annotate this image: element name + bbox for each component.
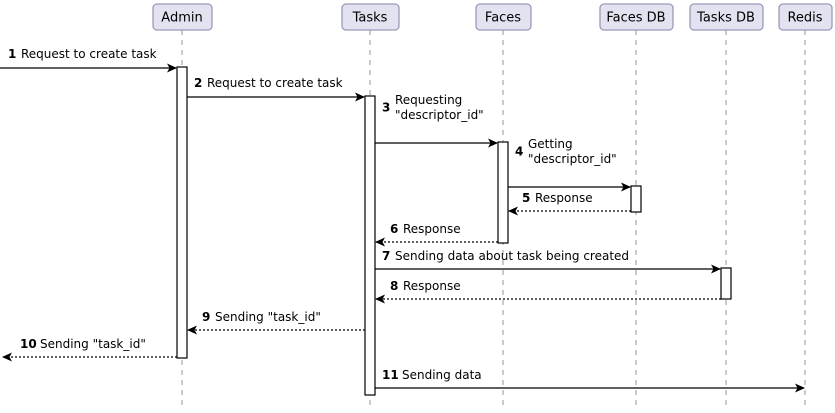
message-arrowhead	[795, 383, 805, 393]
message-arrowhead	[375, 294, 385, 304]
message-number: 11	[382, 368, 399, 382]
message-text: Sending "task_id"	[40, 337, 146, 351]
message-label-1: 1 Request to create task	[8, 47, 157, 61]
message-label-7: 7 Sending data about task being created	[382, 249, 629, 263]
message-text: Response	[403, 222, 461, 236]
message-number: 5	[522, 191, 530, 205]
message-label-2: 2 Request to create task	[194, 76, 343, 90]
message-1[interactable]	[0, 63, 177, 73]
message-label-8: 8 Response	[390, 279, 461, 293]
participant-redis[interactable]: Redis	[778, 3, 833, 31]
message-2[interactable]	[187, 92, 365, 102]
message-number: 8	[390, 279, 398, 293]
message-text: Sending data	[402, 368, 482, 382]
message-label-5: 5 Response	[522, 191, 593, 205]
message-text: Sending data about task being created	[395, 249, 629, 263]
participant-label: Tasks DB	[696, 11, 755, 26]
message-arrowhead	[167, 63, 177, 73]
message-arrowhead	[187, 325, 197, 335]
participant-admin[interactable]: Admin	[152, 3, 213, 31]
activations-layer	[176, 66, 732, 396]
message-number: 7	[382, 249, 390, 263]
message-number: 1	[8, 47, 16, 61]
message-label-3: 3 Requesting"descriptor_id"	[382, 93, 484, 122]
message-text: Response	[403, 279, 461, 293]
message-arrowhead	[2, 352, 12, 362]
participant-label: Admin	[161, 11, 202, 26]
message-4[interactable]	[508, 182, 631, 192]
message-11[interactable]	[375, 383, 805, 393]
message-arrowhead	[375, 237, 385, 247]
message-text: Sending "task_id"	[215, 310, 321, 324]
message-10[interactable]	[2, 352, 177, 362]
message-number: 9	[202, 310, 210, 324]
message-8[interactable]	[375, 294, 721, 304]
activation-bar-tasks	[364, 95, 376, 396]
participant-label: Tasks	[352, 11, 388, 26]
participant-tasksdb[interactable]: Tasks DB	[689, 3, 764, 31]
message-text: Request to create task	[207, 76, 343, 90]
message-arrowhead	[508, 206, 518, 216]
message-number: 2	[194, 76, 202, 90]
message-text: Request to create task	[21, 47, 157, 61]
message-number: 10	[20, 337, 37, 351]
message-5[interactable]	[508, 206, 631, 216]
message-label-9: 9 Sending "task_id"	[202, 310, 321, 324]
message-3[interactable]	[375, 138, 498, 148]
message-label-4: 4 Getting"descriptor_id"	[515, 137, 617, 166]
activation-bar-faces	[497, 141, 509, 244]
message-label-6: 6 Response	[390, 222, 461, 236]
participant-label: Faces	[485, 11, 521, 26]
participants-layer: Admin Tasks Faces Faces DB Tasks DB Redis	[152, 3, 833, 31]
activation-bar-tasksdb	[720, 267, 732, 300]
message-number: 3	[382, 101, 390, 115]
message-text: Response	[535, 191, 593, 205]
activation-bar-facesdb	[630, 185, 642, 213]
participant-label: Faces DB	[606, 11, 665, 26]
message-arrowhead	[621, 182, 631, 192]
message-number: 4	[515, 145, 523, 159]
message-9[interactable]	[187, 325, 365, 335]
message-text: Requesting	[395, 93, 462, 107]
message-7[interactable]	[375, 264, 721, 274]
message-text: "descriptor_id"	[395, 108, 484, 122]
message-number: 6	[390, 222, 398, 236]
activation-bar-admin	[176, 66, 188, 359]
participant-faces[interactable]: Faces	[475, 3, 532, 31]
participant-label: Redis	[787, 11, 822, 26]
participant-tasks[interactable]: Tasks	[341, 3, 400, 31]
message-arrowhead	[711, 264, 721, 274]
messages-layer	[0, 63, 805, 393]
message-arrowhead	[488, 138, 498, 148]
participant-facesdb[interactable]: Faces DB	[599, 3, 674, 31]
message-text: Getting	[528, 137, 573, 151]
message-6[interactable]	[375, 237, 498, 247]
message-text: "descriptor_id"	[528, 152, 617, 166]
message-arrowhead	[355, 92, 365, 102]
